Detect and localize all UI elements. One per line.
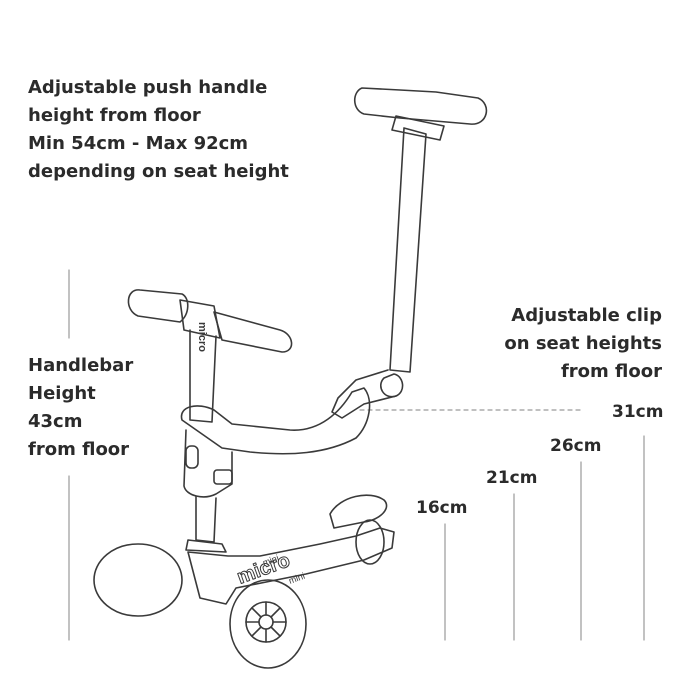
push-handle-pole bbox=[389, 127, 427, 373]
handlebar-line-4: from floor bbox=[28, 439, 130, 460]
handlebar-line-2: Height bbox=[28, 383, 96, 404]
seat-knob bbox=[213, 469, 233, 485]
push-handle-line-2: height from floor bbox=[28, 105, 201, 126]
handlebar-crossbar bbox=[179, 299, 221, 339]
seat-height-31: 31cm bbox=[612, 402, 664, 422]
clip-annotation: Adjustable clip on seat heights from flo… bbox=[504, 302, 662, 386]
push-handle-grip bbox=[353, 87, 488, 125]
seat bbox=[180, 387, 371, 498]
front-left-wheel bbox=[93, 543, 183, 617]
push-handle bbox=[331, 87, 488, 419]
measurement-guides bbox=[68, 269, 645, 641]
handlebar: micro bbox=[127, 289, 293, 553]
deck-body bbox=[187, 527, 395, 605]
handlebar-left-grip bbox=[127, 289, 189, 323]
clip-line-2: on seat heights bbox=[504, 333, 662, 354]
push-handle-lower-bend bbox=[331, 369, 397, 419]
rear-wheel bbox=[355, 519, 385, 565]
push-handle-annotation: Adjustable push handle height from floor… bbox=[28, 74, 289, 186]
seat-latch bbox=[185, 445, 199, 469]
front-right-wheel bbox=[229, 579, 307, 669]
wheels bbox=[93, 519, 385, 669]
seat-height-26: 26cm bbox=[550, 436, 602, 456]
clip-line-3: from floor bbox=[560, 361, 662, 382]
seat-body bbox=[180, 387, 371, 455]
fork-collar bbox=[185, 539, 227, 553]
push-handle-line-3: Min 54cm - Max 92cm bbox=[28, 133, 249, 154]
push-handle-clamp bbox=[391, 115, 445, 141]
push-handle-line-4: depending on seat height bbox=[28, 161, 289, 182]
push-handle-clip bbox=[380, 373, 404, 398]
push-handle-line-1: Adjustable push handle bbox=[28, 77, 268, 98]
deck: micro mini mini bbox=[187, 494, 395, 605]
seat-height-21: 21cm bbox=[486, 468, 538, 488]
hub-spokes bbox=[245, 601, 287, 643]
handlebar-stem bbox=[189, 329, 217, 423]
handlebar-right-grip bbox=[213, 311, 293, 353]
handlebar-annotation: Handlebar Height 43cm from floor bbox=[28, 352, 133, 464]
handlebar-line-1: Handlebar bbox=[28, 355, 134, 376]
rear-brake-fender bbox=[329, 494, 388, 529]
stem-brand-text: micro bbox=[196, 322, 208, 352]
seat-height-16: 16cm bbox=[416, 498, 468, 518]
handlebar-line-3: 43cm bbox=[28, 411, 83, 432]
front-fork bbox=[195, 495, 217, 543]
deck-model-text-2: mini bbox=[287, 571, 306, 586]
clip-line-1: Adjustable clip bbox=[511, 305, 662, 326]
seat-front-column bbox=[183, 429, 233, 498]
